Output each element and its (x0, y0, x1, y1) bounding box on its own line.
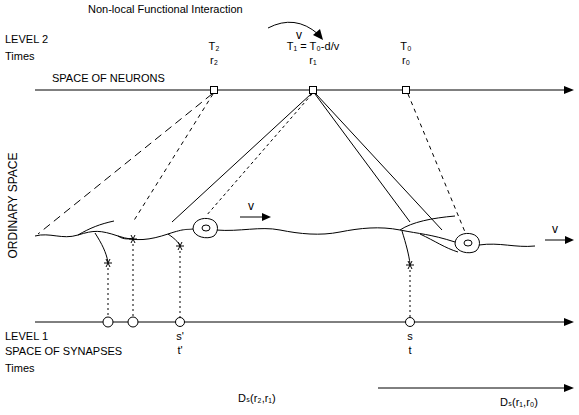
axis-title: ORDINARY SPACE (7, 152, 20, 258)
position-label: r₂ (210, 54, 218, 67)
neuron-marker: T₀r₀ (402, 86, 410, 94)
text-label: Non-local Functional Interaction (88, 3, 243, 16)
projection-line (315, 94, 410, 222)
axon (479, 244, 535, 246)
synapse-circle (103, 317, 113, 327)
text-label: SPACE OF NEURONS (52, 72, 165, 85)
synapse-marker: st (405, 317, 415, 327)
synapse-label: s (407, 330, 413, 343)
label-anchor: Times (5, 50, 35, 63)
synapse-circle (128, 317, 138, 327)
axis-arrowhead (564, 86, 574, 94)
level-axis (35, 322, 566, 323)
text-label: Times (5, 50, 35, 63)
dendrite (78, 221, 114, 235)
text-anchor: T₂ (209, 40, 220, 53)
text-anchor: t (408, 344, 411, 357)
label-anchor: SPACE OF SYNAPSES (5, 345, 122, 358)
text-label: v (552, 223, 558, 236)
time-label: t (408, 344, 411, 357)
dendrite (400, 216, 455, 230)
synapse-marker: s't' (175, 317, 185, 327)
distance-arrowhead (564, 384, 574, 392)
label-anchor: v (296, 29, 302, 42)
synapse-star (406, 261, 414, 269)
nucleus (464, 240, 472, 246)
dendrite (118, 236, 133, 239)
dendrite (95, 233, 108, 262)
synapse-star (129, 235, 137, 243)
level-axis (35, 90, 566, 91)
text-anchor: r₁ (309, 54, 316, 67)
text-anchor: T₁ = T₀-d/v (287, 40, 339, 53)
projection-line (206, 94, 312, 216)
text-label: LEVEL 2 (5, 33, 48, 46)
velocity-arrow (545, 240, 566, 241)
synapse-star (104, 259, 112, 267)
projection-line (316, 94, 442, 230)
velocity-arrowhead (565, 236, 574, 244)
neuron-marker: T₂r₂ (210, 86, 218, 94)
label-anchor: Times (5, 362, 35, 375)
label-anchor: v (248, 200, 254, 213)
label-anchor: Dₛ(r₁,r₀) (500, 396, 538, 409)
label-anchor: Non-local Functional Interaction (88, 3, 243, 16)
text-anchor: T₀ (400, 40, 411, 53)
label-anchor: ORDINARY SPACE (7, 152, 20, 258)
synapse-label: s' (176, 330, 184, 343)
text-label: v (296, 29, 302, 42)
velocity-arrow (240, 217, 264, 218)
time-label: T₀ (400, 40, 411, 53)
label-anchor: v (552, 223, 558, 236)
distance-arrow (378, 388, 566, 389)
text-anchor: r₀ (402, 54, 410, 67)
text-label: Dₛ(r₁,r₀) (500, 396, 538, 409)
axon (216, 228, 455, 242)
dendrite (402, 231, 410, 264)
projection-line (172, 94, 311, 222)
dendrite (420, 234, 458, 252)
text-label: SPACE OF SYNAPSES (5, 345, 122, 358)
text-anchor: r₂ (210, 54, 218, 67)
text-anchor: s (407, 330, 413, 343)
time-label: T₂ (209, 40, 220, 53)
flow-arrow (268, 22, 318, 34)
text-label: Dₛ(r₂,r₁) (238, 392, 276, 405)
label-anchor: SPACE OF NEURONS (52, 72, 165, 85)
text-label: Times (5, 362, 35, 375)
velocity-arrowhead (262, 213, 271, 221)
flow-arrowhead (313, 29, 323, 40)
neuron-soma (455, 233, 479, 252)
text-anchor: s' (176, 330, 184, 343)
neuron-marker: T₁ = T₀-d/vr₁ (309, 86, 317, 94)
label-anchor: Dₛ(r₂,r₁) (238, 392, 276, 405)
label-anchor: LEVEL 2 (5, 33, 48, 46)
projection-line (133, 94, 213, 222)
drop-line (180, 251, 181, 317)
text-label: LEVEL 1 (5, 330, 48, 343)
nucleus (202, 225, 210, 231)
axis-arrowhead (564, 318, 574, 326)
projection-line (38, 94, 212, 234)
text-anchor: t' (177, 344, 182, 357)
label-anchor: LEVEL 1 (5, 330, 48, 343)
drop-line (410, 270, 411, 317)
drop-line (108, 268, 109, 317)
drop-line (133, 244, 134, 317)
neuron-soma (193, 218, 217, 237)
time-label: T₁ = T₀-d/v (287, 40, 339, 53)
position-label: r₁ (309, 54, 316, 67)
synapse-star (176, 242, 184, 250)
projection-line (408, 94, 465, 232)
text-label: v (248, 200, 254, 213)
time-label: t' (177, 344, 182, 357)
position-label: r₀ (402, 54, 410, 67)
